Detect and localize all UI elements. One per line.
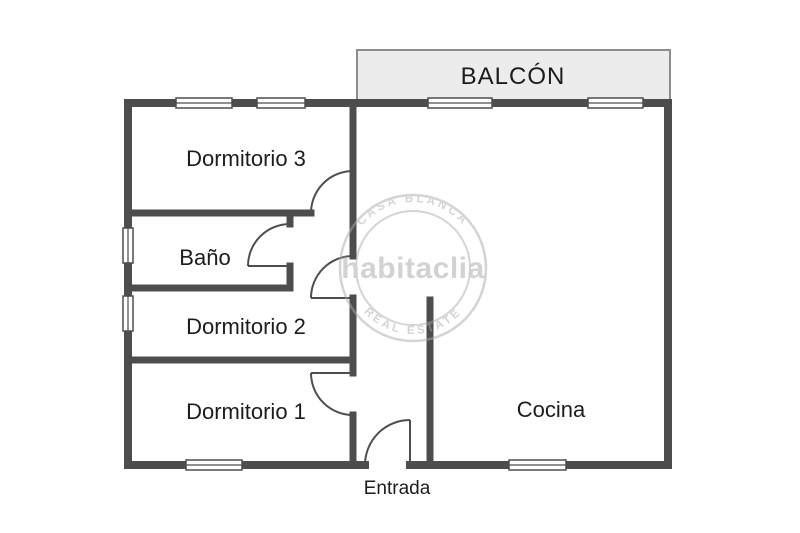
door-dormitorio1-arc (310, 372, 354, 416)
balcony-area (356, 49, 671, 104)
room-label-bano: Baño (179, 245, 230, 270)
room-label-entrada: Entrada (364, 478, 431, 499)
room-label-dormitorio2: Dormitorio 2 (186, 314, 306, 339)
door-dormitorio2-arc (310, 255, 354, 299)
window-cocina (508, 459, 567, 471)
watermark-brand: habitaclia (341, 252, 484, 285)
watermark-stamp: CASA BLANCA REAL ESTATE habitaclia (338, 193, 488, 343)
window-balcony-left (427, 97, 493, 109)
room-label-balcon: BALCÓN (461, 63, 566, 90)
watermark-inner-circle (355, 210, 471, 326)
room-labels: BALCÓN Dormitorio 3 Baño Dormitorio 2 Do… (179, 63, 586, 499)
room-label-dormitorio1: Dormitorio 1 (186, 399, 306, 424)
window-dorm3-right (256, 97, 306, 109)
window-dorm3-left (175, 97, 233, 109)
watermark-outer-circle (338, 193, 488, 343)
door-bano-arc (247, 223, 291, 267)
doors (247, 170, 411, 466)
windows (122, 97, 644, 471)
door-dormitorio3-arc (310, 170, 354, 214)
room-label-dormitorio3: Dormitorio 3 (186, 146, 306, 171)
door-entrance-arc (364, 419, 411, 466)
window-dorm1 (185, 459, 243, 471)
window-bano (122, 227, 134, 264)
window-dorm2 (122, 295, 134, 332)
room-label-cocina: Cocina (517, 397, 586, 422)
window-balcony-right (587, 97, 644, 109)
